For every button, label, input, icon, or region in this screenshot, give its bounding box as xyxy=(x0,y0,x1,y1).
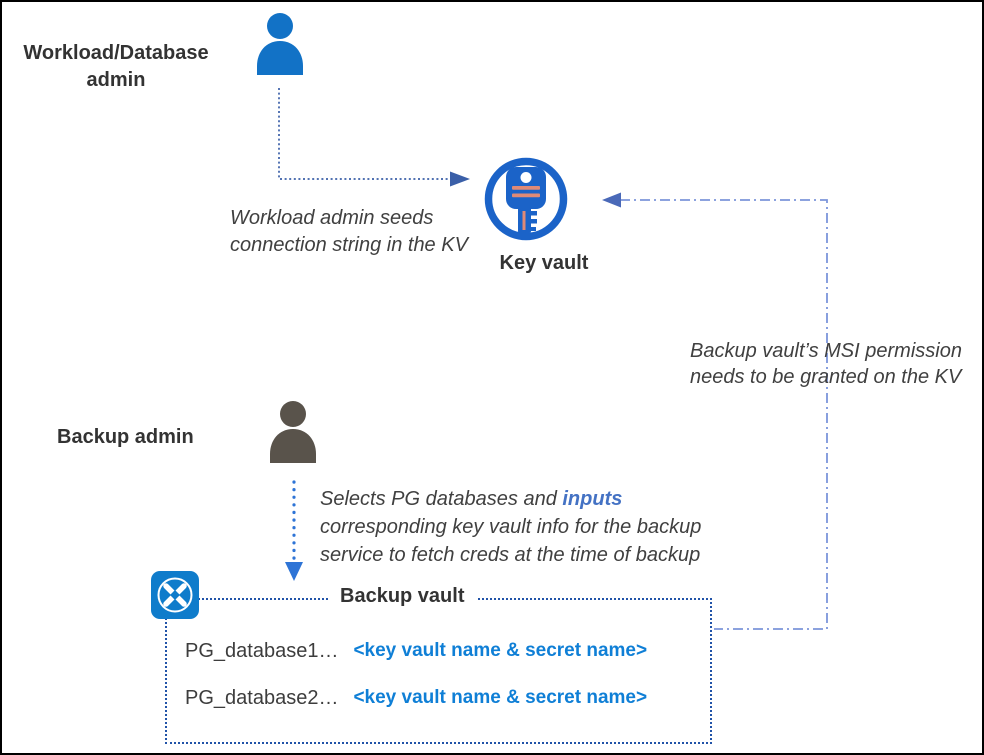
workload-admin-label: Workload/Database admin xyxy=(23,42,209,91)
vault-row-database-name: PG_database2… xyxy=(185,687,339,709)
seed-note: Workload admin seeds connection string i… xyxy=(230,205,490,259)
key-vault-label: Key vault xyxy=(499,252,589,274)
selects-note-line1: Selects PG databases and inputs xyxy=(320,485,760,513)
selects-note-line3: service to fetch creds at the time of ba… xyxy=(320,544,701,566)
vault-row: PG_database1… <key vault name & secret n… xyxy=(185,640,685,663)
selects-note-line2: corresponding key vault info for the bac… xyxy=(320,516,702,538)
backup-admin-label: Backup admin xyxy=(57,426,194,448)
vault-row: PG_database2… <key vault name & secret n… xyxy=(185,687,685,710)
backup-vault-box xyxy=(165,598,712,744)
seed-note-line1: Workload admin seeds xyxy=(230,207,434,229)
selects-note-inputs-highlight: inputs xyxy=(562,488,623,510)
key-vault-icon xyxy=(484,157,568,241)
msi-note-line1: Backup vault’s MSI permission xyxy=(690,340,962,362)
workload-to-keyvault-arrowhead xyxy=(450,171,470,187)
msi-note-line2: needs to be granted on the KV xyxy=(690,366,962,388)
selects-note-line1-text: Selects PG databases and xyxy=(320,488,563,510)
backup-admin-person-icon xyxy=(267,401,319,463)
backup-vault-icon xyxy=(150,570,200,620)
seed-note-line2: connection string in the KV xyxy=(230,234,468,256)
vault-row-database-name: PG_database1… xyxy=(185,640,339,662)
vault-row-keyvault-ref: <key vault name & secret name> xyxy=(353,640,648,661)
vault-row-keyvault-ref: <key vault name & secret name> xyxy=(353,687,648,708)
backupadmin-down-arrowhead xyxy=(285,562,303,581)
msi-note: Backup vault’s MSI permission needs to b… xyxy=(690,338,982,390)
backup-vault-title: Backup vault xyxy=(328,585,477,608)
backupvault-to-keyvault-arrowhead xyxy=(602,192,621,208)
selects-note: Selects PG databases and inputs correspo… xyxy=(320,485,760,569)
workload-to-keyvault-line xyxy=(278,88,450,180)
workload-admin-person-icon xyxy=(254,13,306,75)
